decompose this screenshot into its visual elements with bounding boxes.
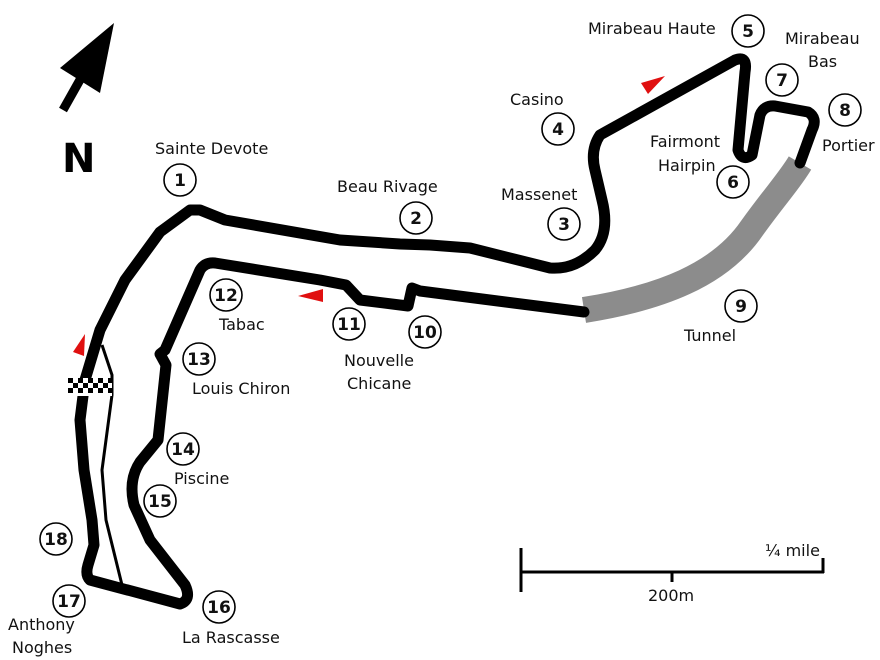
svg-text:2: 2 xyxy=(410,209,422,229)
svg-text:Portier: Portier xyxy=(822,136,875,155)
svg-text:14: 14 xyxy=(171,440,195,460)
svg-text:4: 4 xyxy=(552,120,564,140)
direction-arrow-icon xyxy=(298,289,323,302)
corner-13: 13 Louis Chiron xyxy=(182,342,290,398)
corner-4: Casino 4 xyxy=(510,90,575,146)
svg-text:11: 11 xyxy=(337,315,361,335)
svg-text:Beau Rivage: Beau Rivage xyxy=(337,177,438,196)
svg-text:18: 18 xyxy=(44,530,68,550)
svg-text:Massenet: Massenet xyxy=(501,185,577,204)
pit-lane xyxy=(100,344,124,586)
svg-text:Noghes: Noghes xyxy=(12,638,72,657)
svg-text:12: 12 xyxy=(214,286,238,306)
svg-text:9: 9 xyxy=(735,297,747,317)
corner-7: Mirabeau Bas 7 xyxy=(765,29,860,97)
tunnel-section xyxy=(581,156,812,323)
north-arrow-icon xyxy=(59,23,114,113)
corner-14: 14 Piscine xyxy=(166,432,229,488)
corner-8: 8 Portier xyxy=(822,93,875,155)
svg-text:Fairmont: Fairmont xyxy=(650,132,720,151)
svg-text:Piscine: Piscine xyxy=(174,469,229,488)
svg-text:15: 15 xyxy=(148,492,172,512)
corner-6: Fairmont Hairpin 6 xyxy=(650,132,750,199)
svg-text:3: 3 xyxy=(558,215,570,235)
direction-arrow-icon xyxy=(641,76,665,94)
corner-2: Beau Rivage 2 xyxy=(337,177,438,235)
svg-text:Bas: Bas xyxy=(808,52,837,71)
svg-text:Nouvelle: Nouvelle xyxy=(344,351,414,370)
svg-text:7: 7 xyxy=(776,71,788,91)
svg-text:Chicane: Chicane xyxy=(347,374,411,393)
corner-18: 18 xyxy=(39,522,73,556)
svg-text:10: 10 xyxy=(413,323,437,343)
svg-text:Tunnel: Tunnel xyxy=(683,326,736,345)
track-path xyxy=(74,53,820,610)
corner-1: Sainte Devote 1 xyxy=(155,139,268,197)
svg-text:13: 13 xyxy=(187,350,211,370)
svg-text:Hairpin: Hairpin xyxy=(658,156,716,175)
svg-text:8: 8 xyxy=(839,101,851,121)
svg-text:Mirabeau: Mirabeau xyxy=(785,29,860,48)
svg-text:1: 1 xyxy=(174,171,186,191)
direction-arrow-icon xyxy=(73,334,85,356)
north-label: N xyxy=(62,136,95,182)
svg-text:Tabac: Tabac xyxy=(218,315,265,334)
corner-10: 10 Nouvelle Chicane xyxy=(344,315,442,393)
svg-text:Casino: Casino xyxy=(510,90,564,109)
svg-text:La Rascasse: La Rascasse xyxy=(182,628,280,647)
scale-imperial-label: ¼ mile xyxy=(765,541,820,560)
svg-text:5: 5 xyxy=(742,22,754,42)
corner-17: 17 Anthony Noghes xyxy=(8,584,86,657)
corner-3: Massenet 3 xyxy=(501,185,581,241)
svg-text:Mirabeau Haute: Mirabeau Haute xyxy=(588,19,716,38)
corner-15: 15 xyxy=(143,484,177,518)
corner-12: 12 Tabac xyxy=(209,278,265,334)
svg-text:Louis Chiron: Louis Chiron xyxy=(192,379,290,398)
corner-name: Sainte Devote xyxy=(155,139,268,158)
scale-metric-label: 200m xyxy=(648,586,694,605)
svg-text:6: 6 xyxy=(727,173,739,193)
svg-text:17: 17 xyxy=(57,592,81,612)
svg-text:Anthony: Anthony xyxy=(8,615,75,634)
svg-text:16: 16 xyxy=(207,598,231,618)
corner-9: 9 Tunnel xyxy=(683,289,758,345)
corner-11: 11 xyxy=(332,307,366,341)
corner-5: Mirabeau Haute 5 xyxy=(588,14,765,48)
scale-bar: 200m ¼ mile xyxy=(519,541,825,605)
start-finish-flag-icon xyxy=(68,378,112,396)
corner-16: 16 La Rascasse xyxy=(182,590,280,647)
